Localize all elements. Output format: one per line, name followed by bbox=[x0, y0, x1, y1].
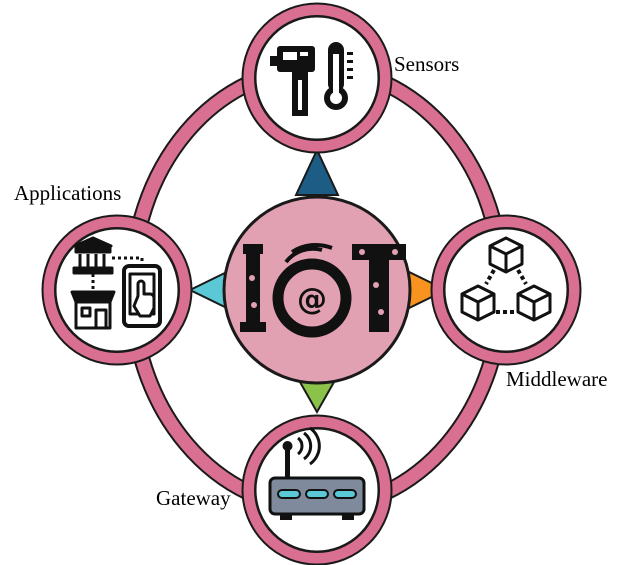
node-gateway bbox=[241, 414, 393, 565]
label-applications: Applications bbox=[14, 181, 122, 205]
node-sensors bbox=[241, 2, 393, 154]
label-middleware: Middleware bbox=[506, 367, 608, 391]
blockchain-cubes-icon bbox=[460, 236, 552, 322]
wifi-router-icon bbox=[268, 426, 366, 520]
label-sensors: Sensors bbox=[394, 52, 460, 76]
thermometer-sensor-icon bbox=[270, 42, 353, 116]
center-node: @ bbox=[222, 195, 412, 385]
svg-text:@: @ bbox=[297, 282, 327, 317]
arrow-up-sensors bbox=[294, 147, 340, 196]
label-gateway: Gateway bbox=[156, 486, 231, 510]
node-applications bbox=[41, 214, 193, 366]
iot-logo-icon: @ bbox=[240, 242, 406, 338]
node-middleware bbox=[430, 214, 582, 366]
bank-store-phone-icon bbox=[70, 236, 162, 330]
